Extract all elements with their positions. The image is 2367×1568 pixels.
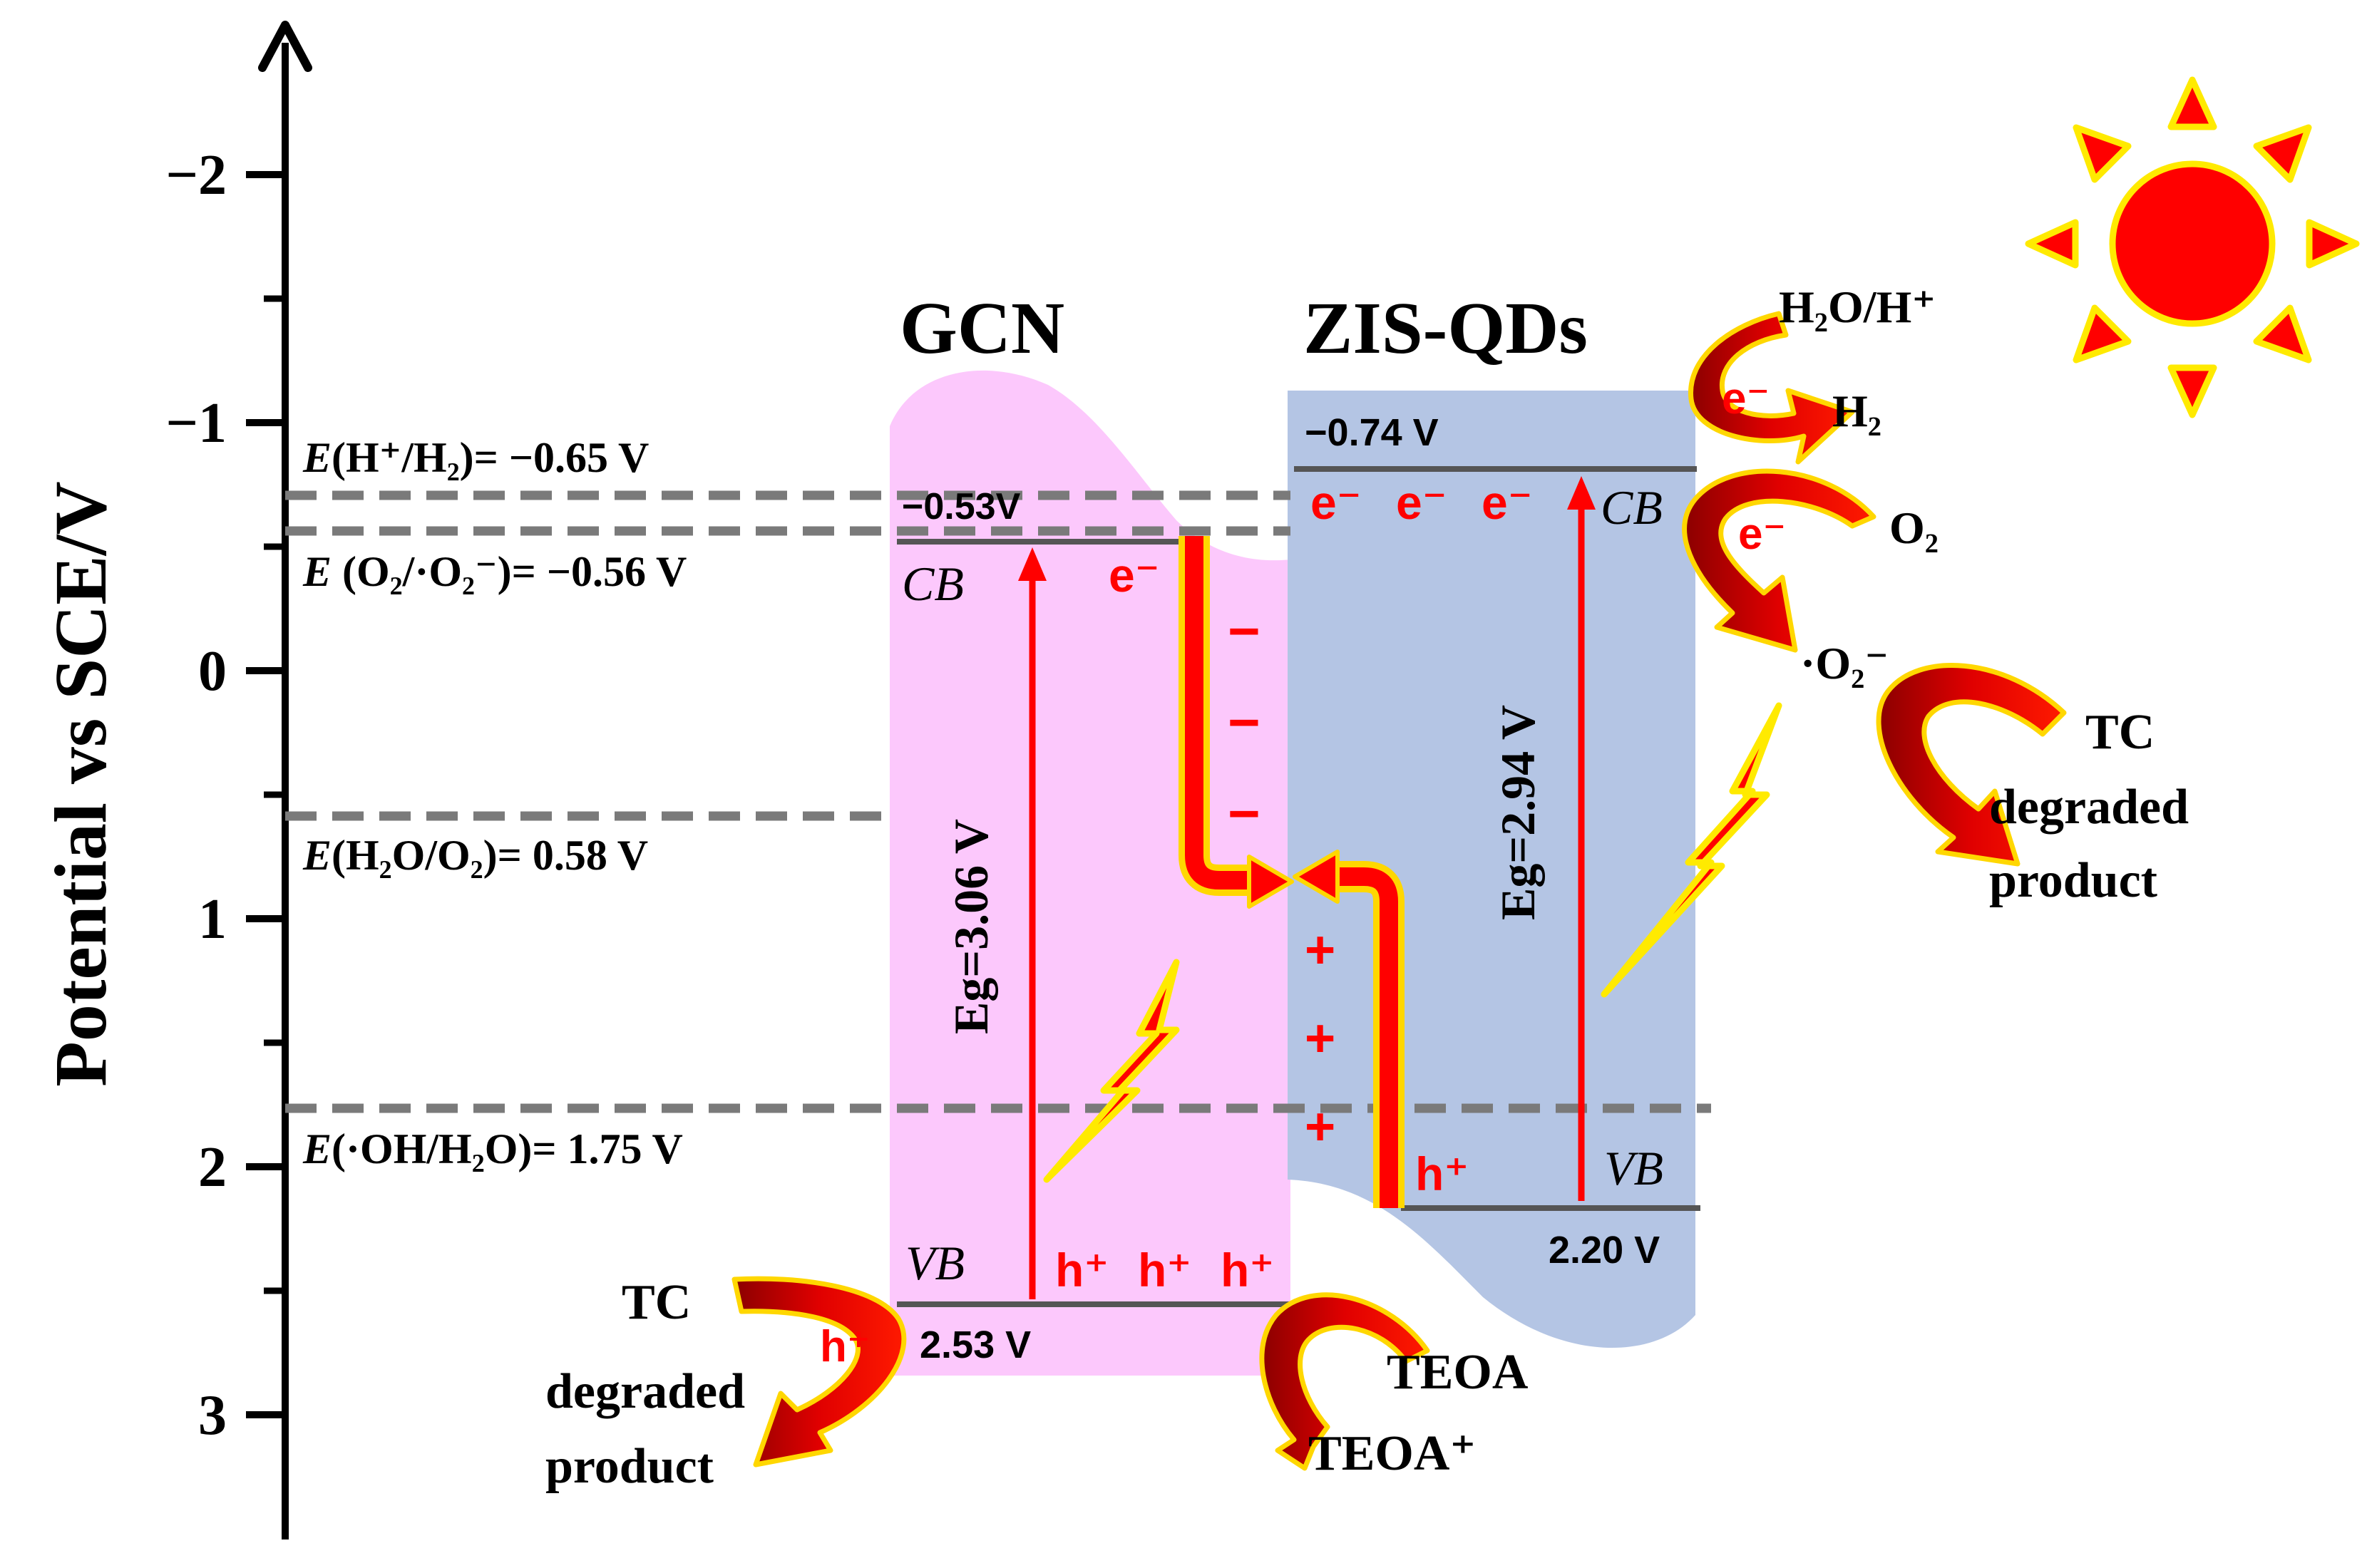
gcn-minus-sign: − [1228, 691, 1260, 753]
lightning-icon [1043, 959, 1180, 1183]
gcn-eg-label: Eg=3.06 V [944, 819, 998, 1034]
reaction-electron-h2: e⁻ [1722, 374, 1770, 423]
zis-electron: e⁻ [1310, 476, 1362, 529]
zis-hole: h⁺ [1415, 1147, 1469, 1200]
gcn-title: GCN [900, 287, 1064, 369]
zis-plus-sign: + [1305, 1097, 1335, 1156]
tick-label: −1 [165, 392, 227, 455]
reaction-hole-left: h⁺ [820, 1322, 871, 1371]
ref-label-h2o: E(H₂O/O₂)= 0.58 V [302, 832, 648, 879]
o2-label: O₂ [1889, 502, 1939, 553]
teoa-oxidation-arrow [1259, 1292, 1430, 1471]
gcn-cb-value: −0.53V [902, 486, 1021, 527]
gcn-minus-sign: − [1228, 782, 1260, 845]
gcn-vb-value: 2.53 V [920, 1324, 1031, 1366]
gcn-vb-label: VB [905, 1236, 965, 1290]
ref-label-o2: E (O₂/·O₂⁻)= −0.56 V [302, 548, 687, 595]
superoxide-label: ·O₂⁻ [1800, 638, 1889, 688]
degraded-right-label: degraded [1989, 780, 2189, 835]
reaction-electron-o2: e⁻ [1738, 510, 1786, 559]
electron-transfer-arrow [1179, 536, 1294, 909]
zis-electron: e⁻ [1396, 476, 1447, 529]
zis-plus-sign: + [1305, 1009, 1335, 1068]
gcn-hole: h⁺ [1221, 1244, 1274, 1296]
tc-right-label: TC [2085, 705, 2155, 760]
tick-label: 1 [198, 888, 227, 951]
superoxide-arrow [1682, 468, 1876, 653]
degraded-left-label: degraded [545, 1364, 745, 1419]
y-axis [246, 21, 312, 1539]
zis-vb-label: VB [1604, 1141, 1663, 1195]
h2o-h-label: H₂O/H⁺ [1779, 282, 1936, 332]
zis-title: ZIS-QDs [1303, 287, 1588, 369]
tick-label: 2 [198, 1136, 227, 1199]
ref-label-h2: E(H⁺/H₂)= −0.65 V [302, 434, 649, 481]
teoa-plus-label: TEOA⁺ [1308, 1426, 1476, 1481]
tick-label: 3 [198, 1384, 227, 1447]
gcn-hole: h⁺ [1138, 1244, 1191, 1296]
zis-eg-label: Eg=2.94 V [1491, 705, 1545, 920]
lightning-icon [1601, 702, 1782, 998]
product-right-label: product [1989, 853, 2157, 908]
zis-cb-label: CB [1601, 480, 1663, 535]
gcn-hole: h⁺ [1055, 1244, 1109, 1296]
gcn-minus-sign: − [1228, 599, 1260, 662]
zis-cb-value: −0.74 V [1305, 411, 1439, 454]
product-left-label: product [545, 1439, 714, 1494]
h2-label: H₂ [1832, 386, 1881, 436]
zis-vb-value: 2.20 V [1549, 1229, 1660, 1272]
h2-evolution-arrow [1688, 311, 1855, 465]
zis-electron: e⁻ [1482, 476, 1533, 529]
hole-transfer-arrow [1293, 850, 1405, 1208]
tick-label: −2 [165, 144, 227, 207]
tc-degradation-arrow-right [1876, 663, 2067, 867]
zis-excitation-arrowhead [1567, 476, 1596, 510]
teoa-label: TEOA [1387, 1345, 1529, 1400]
gcn-cb-label: CB [902, 557, 964, 611]
y-axis-title: Potential vs SCE/V [40, 481, 122, 1086]
sun-icon [2025, 76, 2360, 418]
tick-label: 0 [198, 640, 227, 703]
gcn-electron: e⁻ [1109, 549, 1160, 602]
tc-left-label: TC [622, 1275, 691, 1330]
tc-degradation-arrow-left [731, 1276, 907, 1468]
zis-plus-sign: + [1305, 920, 1335, 979]
gcn-excitation-arrowhead [1018, 547, 1047, 581]
ref-label-oh: E(·OH/H₂O)= 1.75 V [302, 1125, 683, 1172]
